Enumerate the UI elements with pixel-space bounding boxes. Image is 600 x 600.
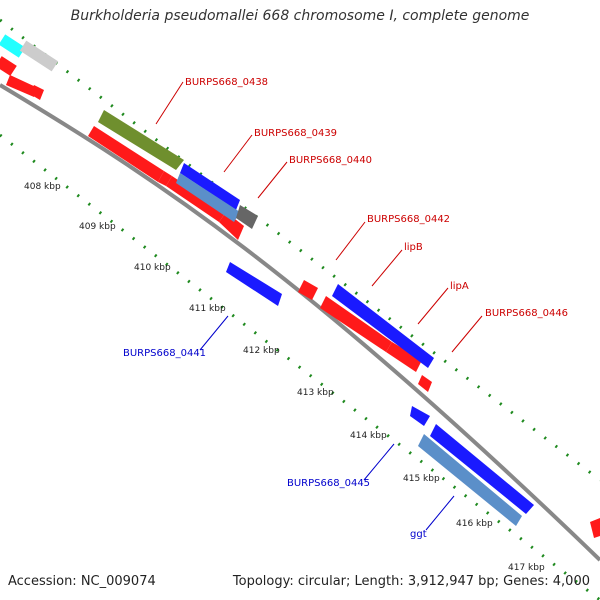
map-title: Burkholderia pseudomallei 668 chromosome… xyxy=(70,8,530,24)
gene-label: ggt xyxy=(410,529,427,540)
backbone xyxy=(0,83,600,562)
gene-label: BURPS668_0445 xyxy=(287,478,370,489)
tick-label: 416 kbp xyxy=(456,519,493,529)
gene-label: BURPS668_0442 xyxy=(367,214,450,225)
tick-label: 417 kbp xyxy=(508,563,545,573)
gene-label: lipB xyxy=(404,242,423,253)
accession-text: Accession: NC_009074 xyxy=(8,574,156,589)
tick-label: 411 kbp xyxy=(189,304,226,314)
topology-text: Topology: circular; Length: 3,912,947 bp… xyxy=(232,574,590,589)
gene-label: BURPS668_0439 xyxy=(254,128,337,139)
reverse-feature xyxy=(226,262,282,306)
tick-label: 409 kbp xyxy=(79,222,116,232)
inner-tick-track xyxy=(0,133,600,600)
forward-features xyxy=(0,34,600,538)
tick-label: 415 kbp xyxy=(403,474,440,484)
tick-label: 414 kbp xyxy=(350,431,387,441)
tick-label: 410 kbp xyxy=(134,263,171,273)
gene-label: BURPS668_0446 xyxy=(485,308,568,319)
outer-tick-track xyxy=(0,18,600,482)
gene-label: lipA xyxy=(450,281,469,292)
gene-label: BURPS668_0438 xyxy=(185,77,268,88)
gene-label: BURPS668_0441 xyxy=(123,348,206,359)
tick-label: 408 kbp xyxy=(24,182,61,192)
leader-lines xyxy=(155,81,483,531)
gene-label: BURPS668_0440 xyxy=(289,155,372,166)
tick-label: 412 kbp xyxy=(243,346,280,356)
tick-label: 413 kbp xyxy=(297,388,334,398)
